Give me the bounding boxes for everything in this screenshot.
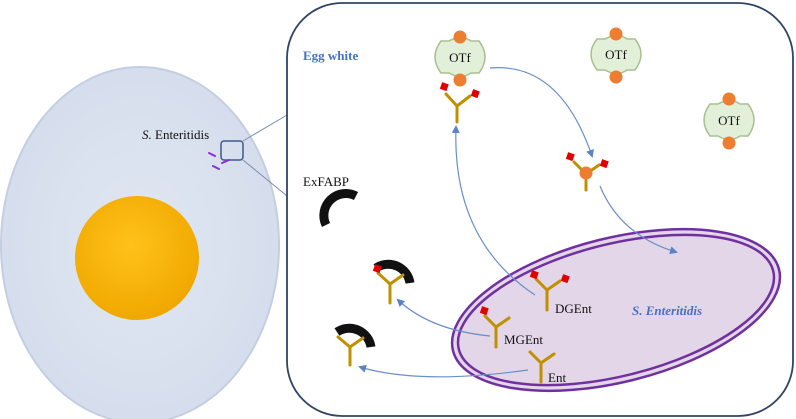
iron-atom	[579, 166, 593, 180]
panel-title: Egg white	[303, 48, 358, 63]
arrow-ferric-to-release	[599, 185, 678, 255]
bacterium	[450, 227, 782, 393]
zoom-line-top	[242, 114, 288, 142]
mgent-molecule	[479, 306, 511, 349]
dgent-label: DGEnt	[555, 301, 592, 316]
ent-label: Ent	[548, 370, 566, 385]
iron-atom	[609, 70, 623, 84]
ferric-siderophore	[565, 152, 609, 192]
bacterium-label: S. Enteritidis	[632, 303, 702, 318]
tiny-bacteria	[208, 152, 230, 170]
exfabp-dgent-complex	[372, 259, 415, 305]
zoom-line-bottom	[242, 159, 288, 197]
arrow-mgent-to-exfabp	[396, 298, 491, 337]
exfabp-ent-complex	[334, 323, 376, 367]
ent-molecule	[528, 350, 556, 384]
iron-atom	[453, 73, 467, 87]
arrow-dgent-up	[451, 125, 536, 296]
pathway-arrows	[358, 67, 678, 378]
ovotransferrin-2: OTf	[590, 27, 642, 84]
otf-label: OTf	[605, 47, 627, 62]
siderophore-near-otf	[439, 82, 480, 124]
exfabp-protein	[319, 189, 359, 227]
iron-atom	[722, 92, 736, 106]
ovotransferrin-1: OTf	[434, 30, 486, 87]
iron-atom	[609, 27, 623, 41]
otf-label: OTf	[449, 50, 471, 65]
iron-atom	[722, 136, 736, 150]
arrow-otf-to-siderophore	[489, 67, 594, 158]
dgent-molecule	[529, 270, 570, 312]
exfabp-label: ExFABP	[303, 174, 349, 189]
otf-label: OTf	[718, 113, 740, 128]
iron-atom	[453, 30, 467, 44]
zoom-box	[220, 140, 244, 161]
egg-yolk	[75, 196, 199, 320]
ovotransferrin-3: OTf	[703, 92, 755, 150]
egg-callout-label: S. Enteritidis	[142, 127, 209, 142]
arrow-ent-to-exfabp	[358, 364, 529, 378]
egg: S. Enteritidis	[0, 66, 288, 419]
mgent-label: MGEnt	[504, 332, 543, 347]
